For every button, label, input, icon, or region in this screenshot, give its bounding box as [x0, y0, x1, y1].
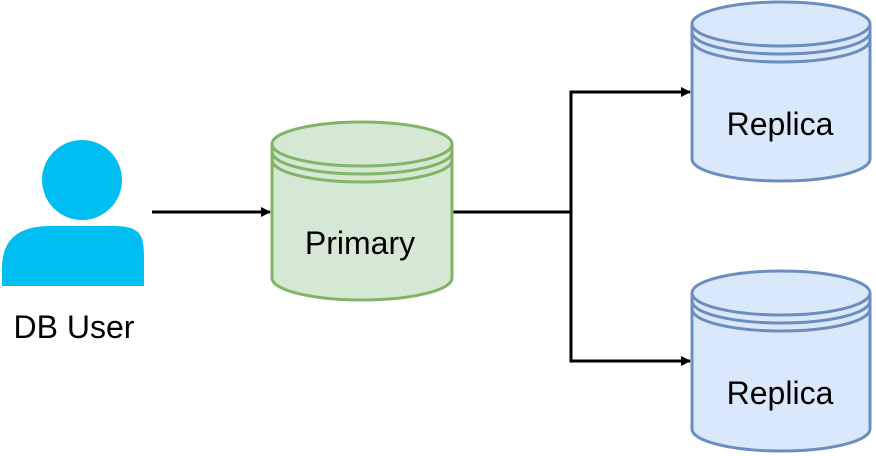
database-icon: [690, 0, 872, 183]
replica-top-node[interactable]: Replica: [690, 0, 872, 183]
db-user-node[interactable]: DB User: [2, 140, 145, 345]
replica-bottom-label: Replica: [727, 375, 834, 411]
replica-top-label: Replica: [727, 106, 834, 142]
edge-primary-to-replica-top: [452, 87, 691, 214]
edge-primary-to-replica-bottom: [569, 212, 691, 366]
db-user-label: DB User: [14, 309, 135, 345]
replica-bottom-node[interactable]: Replica: [690, 269, 872, 453]
primary-database-node[interactable]: Primary: [270, 120, 454, 302]
database-icon: [690, 269, 872, 453]
user-icon: [2, 140, 145, 286]
edges: [152, 87, 691, 366]
primary-label: Primary: [305, 225, 415, 261]
database-icon: [270, 120, 454, 302]
